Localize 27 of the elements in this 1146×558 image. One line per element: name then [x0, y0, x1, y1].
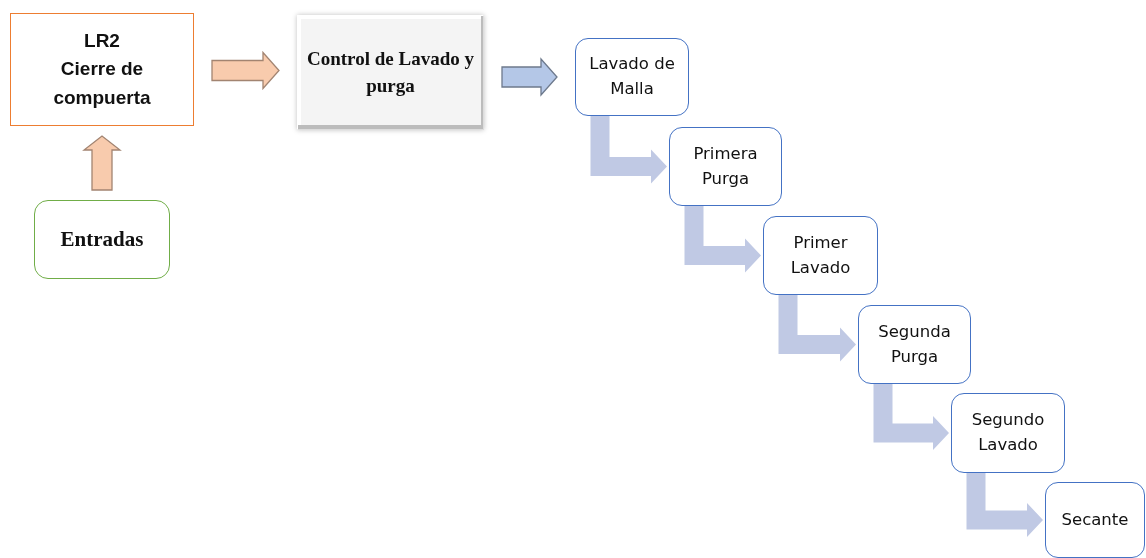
- process-box: [297, 15, 484, 130]
- step-box: [951, 393, 1065, 473]
- node-label: Primera Purga: [692, 142, 759, 190]
- node-label: Lavado de Malla: [588, 53, 676, 100]
- node-label: Entradas: [60, 227, 144, 252]
- block-arrow: [966, 473, 1043, 537]
- node-label: Primer Lavado: [789, 231, 852, 279]
- block-arrow: [684, 206, 761, 273]
- input-box: [34, 200, 170, 279]
- node-label: Segundo Lavado: [970, 409, 1046, 456]
- block-arrow: [82, 135, 122, 191]
- step-box: [1045, 482, 1145, 558]
- step-box: [858, 305, 971, 384]
- block-arrow: [501, 57, 558, 97]
- block-arrow: [778, 295, 856, 362]
- block-arrow: [211, 50, 280, 91]
- node-label: Secante: [1061, 508, 1129, 531]
- node-heading: LR2: [84, 28, 120, 53]
- block-arrow: [590, 116, 667, 184]
- step-box: [763, 216, 878, 295]
- process-box: [10, 13, 194, 126]
- block-arrow: [873, 384, 949, 450]
- node-label: Segunda Purga: [877, 320, 952, 368]
- step-box: [575, 38, 689, 116]
- node-label: Control de Lavado y purga: [306, 46, 475, 98]
- step-box: [669, 127, 782, 206]
- node-label: Cierre de compuerta: [52, 57, 152, 110]
